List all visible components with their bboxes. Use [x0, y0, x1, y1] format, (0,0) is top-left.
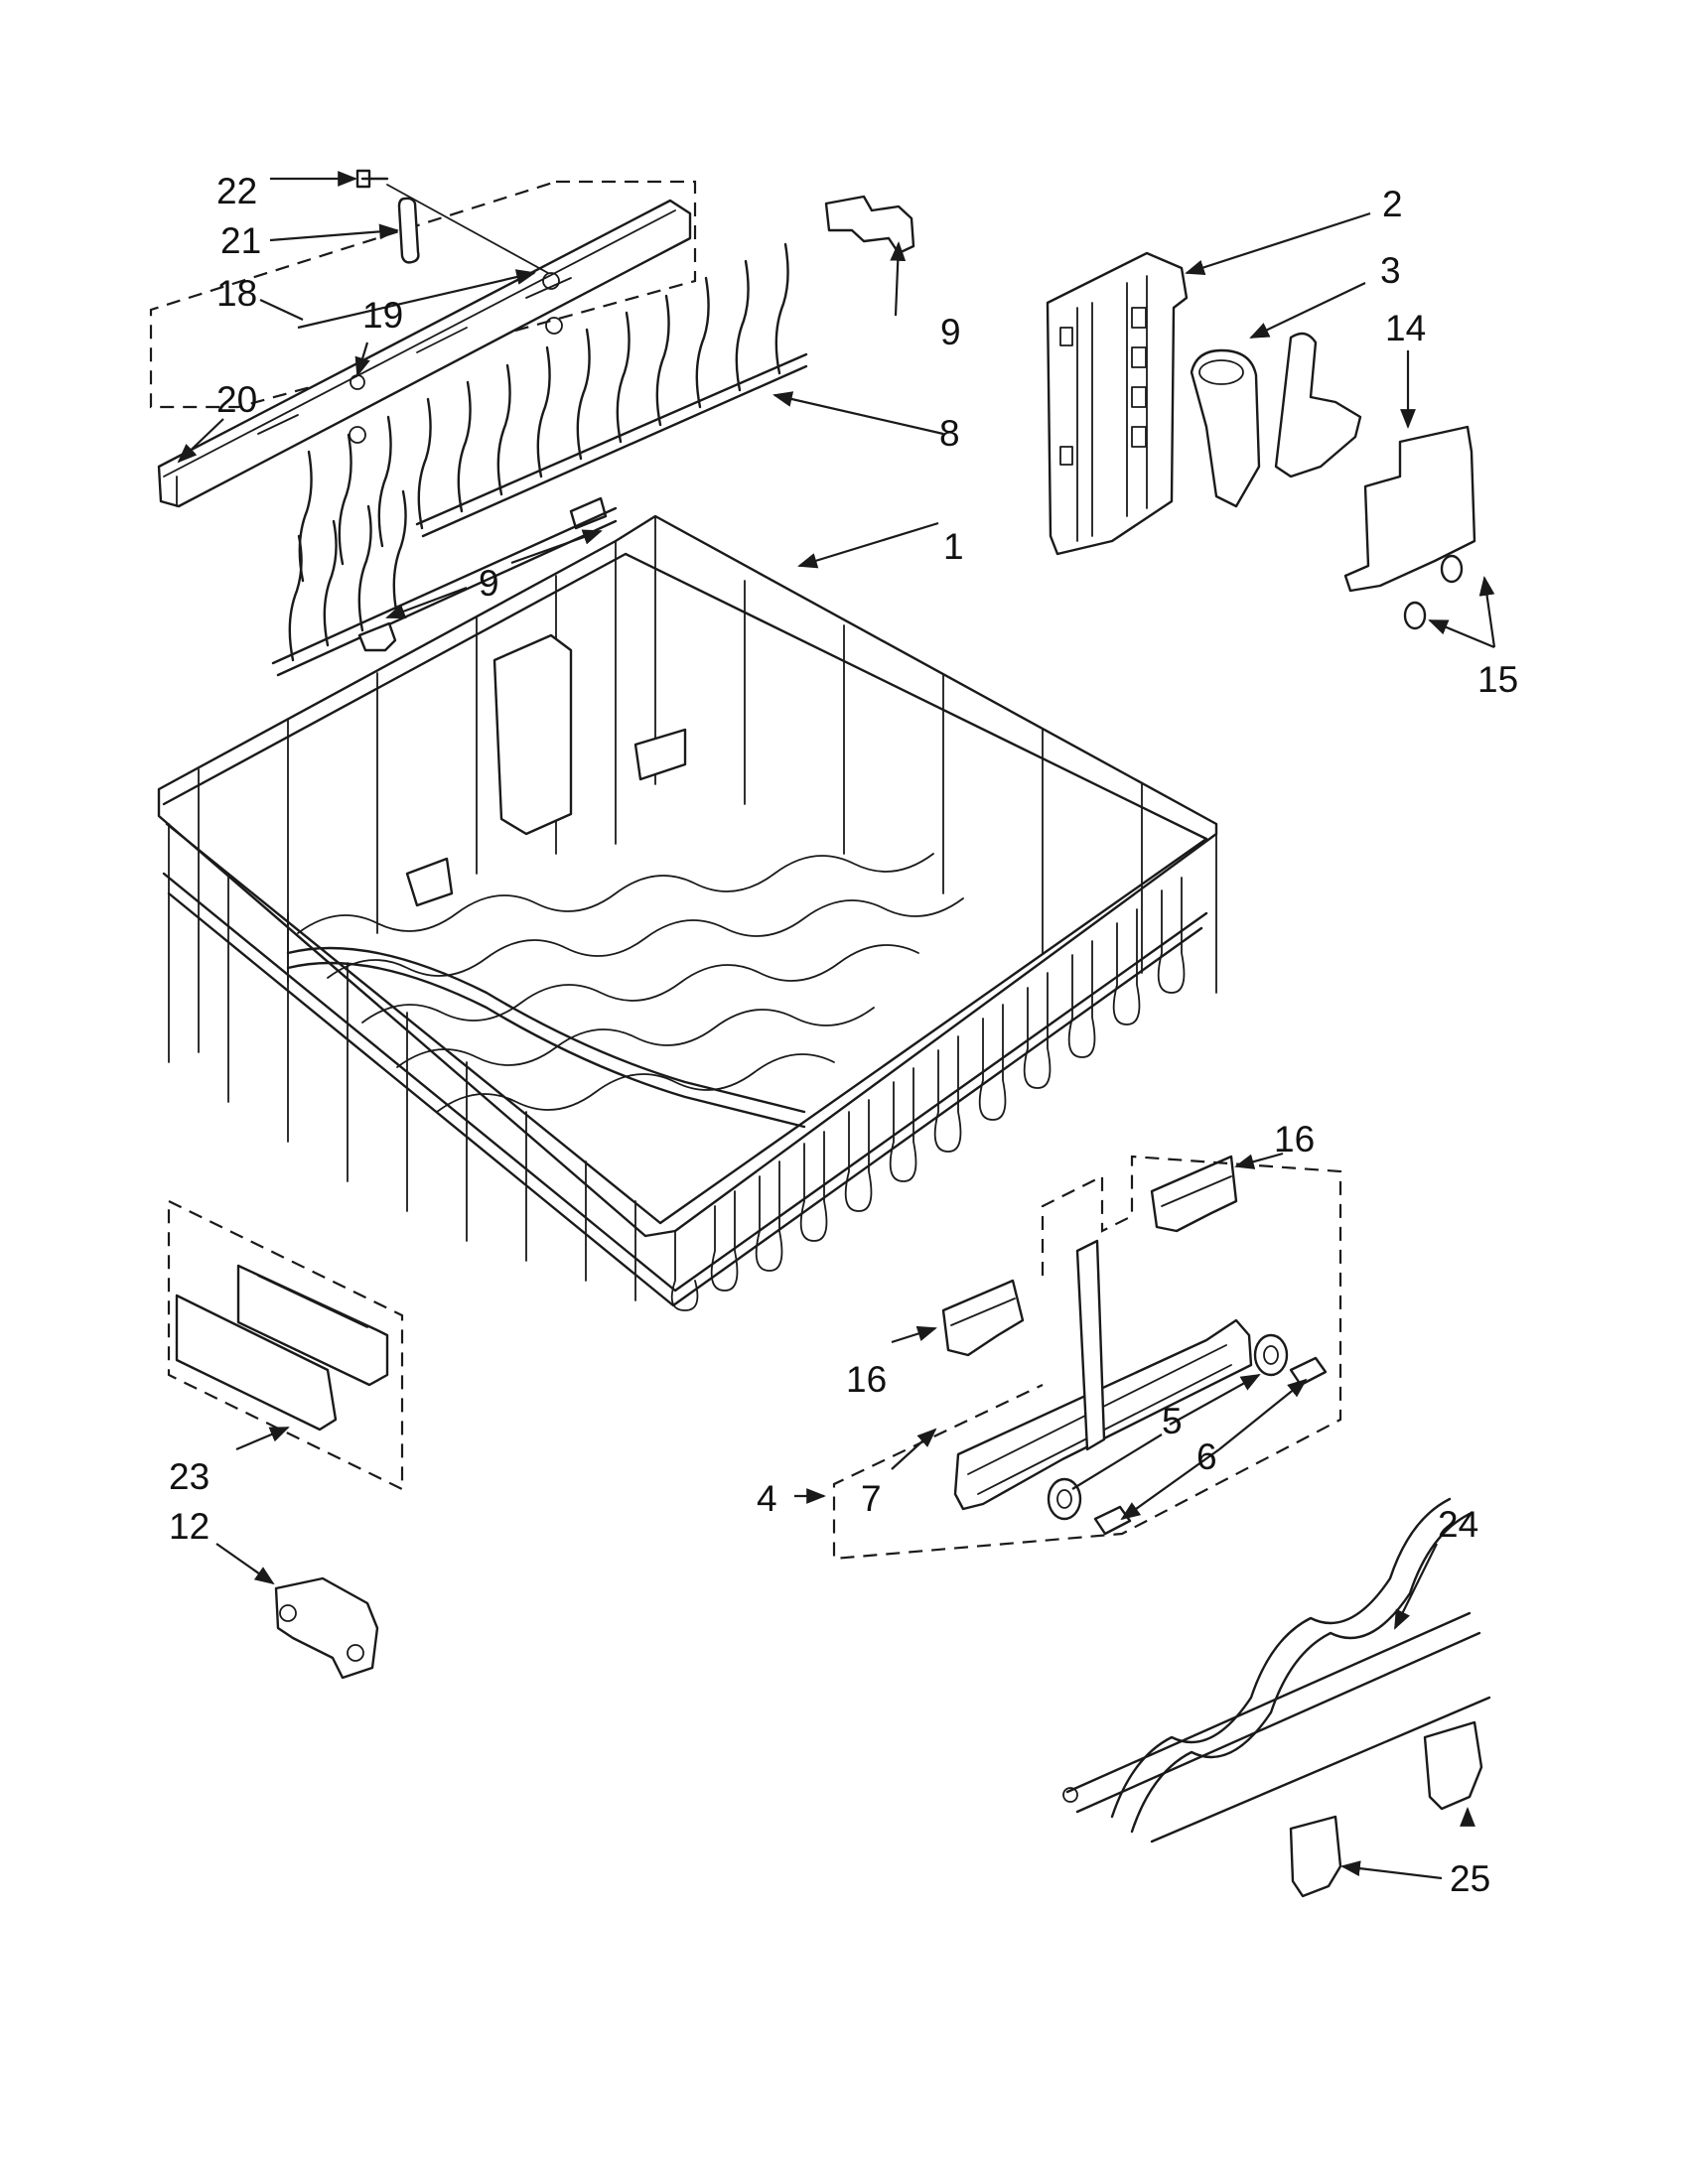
callout-16-upper: 16 [1274, 1119, 1315, 1160]
callout-7: 7 [861, 1478, 882, 1519]
callout-21: 21 [220, 220, 261, 261]
clip-part-25-left [1289, 1815, 1342, 1898]
callout-3: 3 [1380, 250, 1401, 291]
clip-part-25-right [1423, 1720, 1483, 1811]
callout-1: 1 [943, 526, 964, 567]
callout-23: 23 [169, 1456, 210, 1497]
callout-20: 20 [216, 379, 257, 420]
tine-row-upper [298, 242, 808, 583]
dish-rack-basket-part-1 [157, 514, 1218, 1311]
callout-15: 15 [1477, 659, 1518, 700]
wire-rack-part-24 [1062, 1497, 1491, 1843]
wheel-carrier-group-part-4 [832, 1155, 1342, 1561]
rail-assembly-group [149, 169, 697, 508]
clip-part-9-top [824, 195, 915, 255]
callout-22: 22 [216, 171, 257, 211]
callout-labels: 1 2 3 4 5 6 7 8 9 9 12 14 15 16 16 18 19… [169, 171, 1518, 1899]
clip-part-16-lower [941, 1279, 1025, 1357]
bracket-part-12 [274, 1576, 379, 1680]
callout-4: 4 [757, 1478, 777, 1519]
cover-part-14 [1343, 425, 1476, 630]
callout-9-top: 9 [940, 312, 961, 352]
callout-2: 2 [1382, 184, 1403, 224]
callout-16-lower: 16 [846, 1359, 887, 1400]
clip-part-16-upper [1150, 1155, 1238, 1233]
latch-part-3 [1190, 332, 1362, 508]
handle-group-part-23 [167, 1200, 404, 1491]
callout-8: 8 [939, 413, 960, 454]
callout-5: 5 [1162, 1401, 1183, 1441]
callout-6: 6 [1196, 1436, 1217, 1477]
callout-14: 14 [1385, 308, 1426, 348]
callout-12: 12 [169, 1506, 210, 1547]
callout-24: 24 [1438, 1504, 1478, 1545]
callout-9-lower: 9 [479, 563, 499, 604]
callout-19: 19 [362, 295, 403, 336]
callout-25: 25 [1450, 1858, 1490, 1899]
leader-lines [177, 171, 1496, 1880]
track-housing-part-2 [1046, 251, 1189, 556]
callout-18: 18 [216, 273, 257, 314]
